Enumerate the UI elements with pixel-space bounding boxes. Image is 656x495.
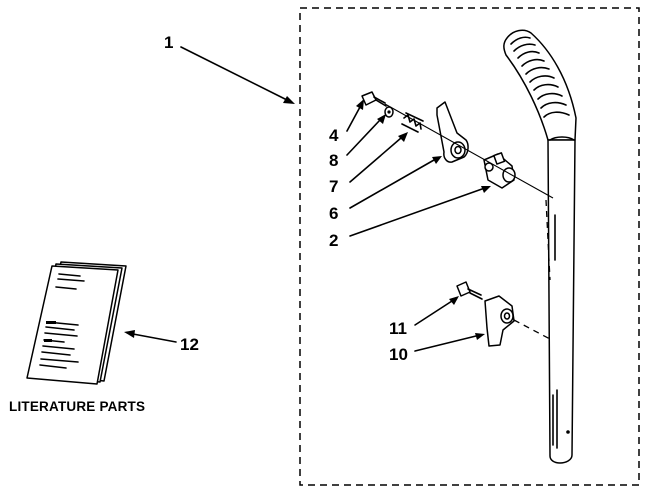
assembly-axis-lower <box>513 319 551 340</box>
callout-2: 2 <box>329 231 338 250</box>
handle-tube <box>503 29 577 464</box>
assembly-axis-upper <box>384 103 554 199</box>
callout-10: 10 <box>389 345 408 364</box>
callout-7: 7 <box>329 177 338 196</box>
callout-1: 1 <box>164 33 173 52</box>
lower-bracket-part <box>484 295 515 347</box>
callout-4: 4 <box>329 126 339 145</box>
kit-boundary-box <box>299 7 640 486</box>
callout-8: 8 <box>329 151 338 170</box>
screw-part-4 <box>361 91 387 107</box>
literature-booklet <box>26 261 127 385</box>
callout-12: 12 <box>180 335 199 354</box>
callout-6: 6 <box>329 204 338 223</box>
clamp-collar-part <box>483 152 516 189</box>
washer-part-8 <box>384 106 394 118</box>
tube-hidden-line <box>545 199 551 281</box>
upper-bracket-part <box>436 101 469 163</box>
callout-11: 11 <box>389 319 407 338</box>
screw-part-11 <box>456 281 483 300</box>
literature-parts-title: LITERATURE PARTS <box>9 399 145 414</box>
leader-lines <box>124 46 491 352</box>
